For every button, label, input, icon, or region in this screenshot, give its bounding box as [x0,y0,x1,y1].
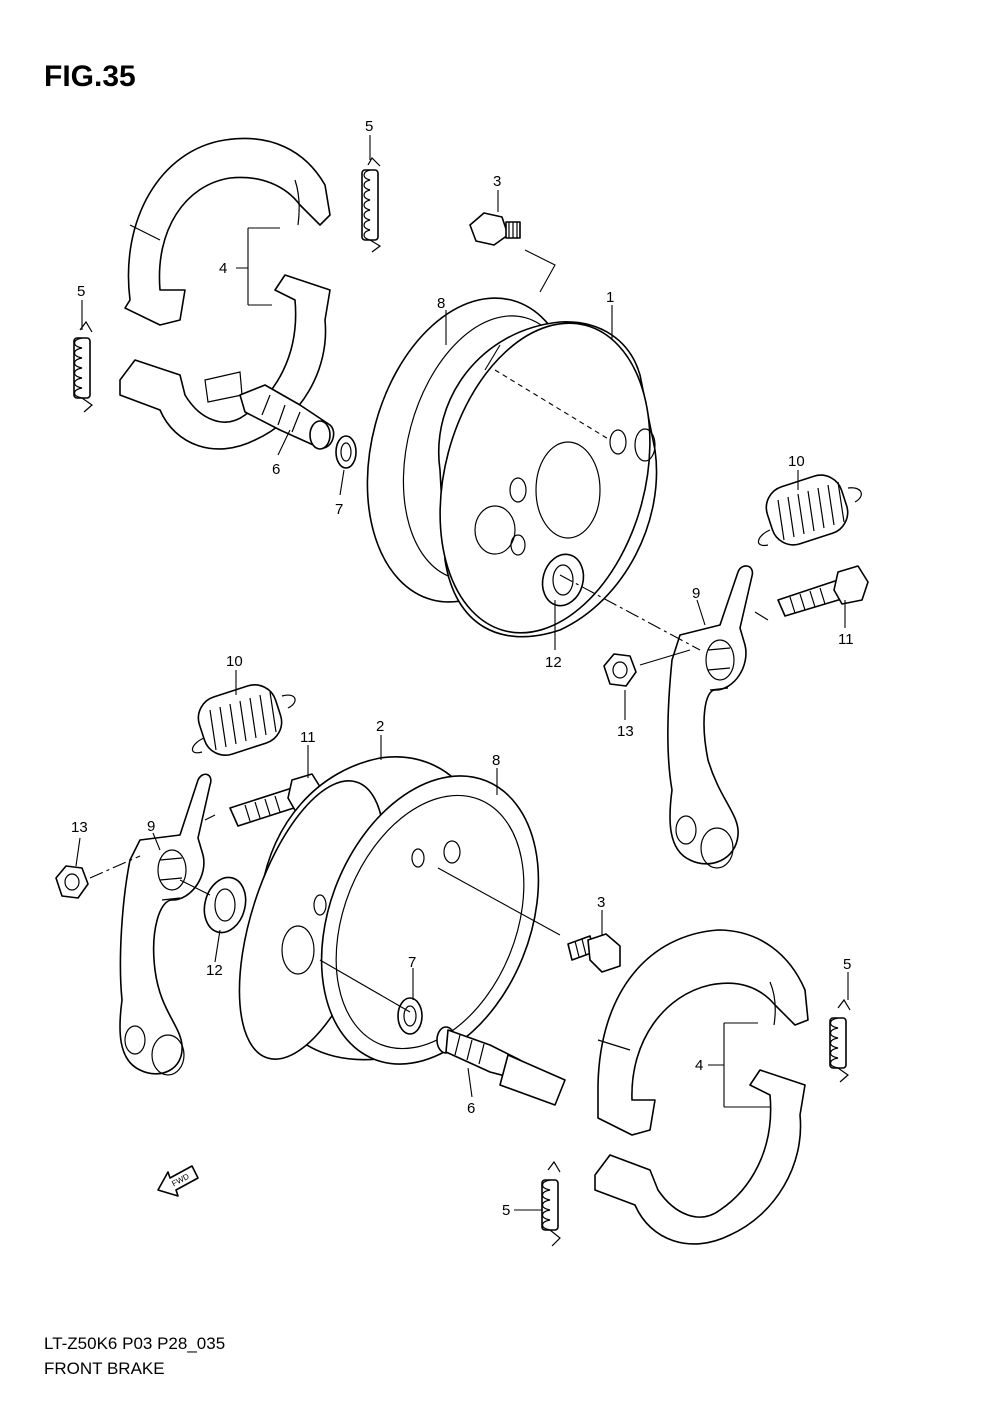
callout-11: 11 [300,729,316,746]
brake-arm-upper [667,565,754,869]
washer-upper [335,435,357,469]
brake-shoe-lower-a [597,929,809,1136]
spring-lower-a [829,998,851,1083]
nut-lower [55,865,89,899]
return-spring-lower [191,684,296,756]
nut-upper [603,653,637,687]
callout-10: 10 [226,653,243,670]
return-spring-upper [757,474,862,547]
callout-7: 7 [335,501,343,518]
callout-9: 9 [147,818,155,835]
callout-5: 5 [365,118,373,135]
callout-3: 3 [597,894,605,911]
callout-6: 6 [467,1100,475,1117]
bolt-upper-3 [469,212,521,246]
camshaft-upper [239,384,335,450]
spring-lower-b [541,1160,561,1247]
callout-5: 5 [77,283,85,300]
bolt-lower-3 [567,933,621,973]
guide-line [559,574,701,651]
callout-4: 4 [219,260,227,277]
callout-5: 5 [502,1202,510,1219]
callout-9: 9 [692,585,700,602]
callout-12: 12 [545,654,562,671]
callout-13: 13 [71,819,88,836]
callout-7: 7 [408,954,416,971]
seal-upper [541,553,585,607]
callout-11: 11 [838,631,854,648]
guide-line [494,369,611,441]
callout-12: 12 [206,962,223,979]
bolt-upper-11 [777,565,869,617]
callout-3: 3 [493,173,501,190]
brake-shoe-upper-a [124,137,331,326]
spring-upper-b [73,320,93,413]
fwd-arrow-icon: FWD [157,1165,199,1197]
spring-upper-a [361,157,382,253]
seal-lower [203,876,247,934]
callout-8: 8 [492,752,500,769]
callout-5: 5 [843,956,851,973]
callout-13: 13 [617,723,634,740]
callout-6: 6 [272,461,280,478]
callout-1: 1 [606,289,614,306]
camshaft-lower [436,1026,566,1106]
brake-drum-upper [438,321,658,638]
callout-4: 4 [695,1057,703,1074]
callout-2: 2 [376,718,384,735]
callout-8: 8 [437,295,445,312]
diagram-code: LT-Z50K6 P03 P28_035 [44,1334,226,1353]
figure-title: FIG.35 [44,60,136,93]
diagram-name: FRONT BRAKE [44,1359,165,1378]
callout-10: 10 [788,453,805,470]
brake-shoe-lower-b [594,1069,806,1245]
brake-arm-lower [119,773,212,1076]
